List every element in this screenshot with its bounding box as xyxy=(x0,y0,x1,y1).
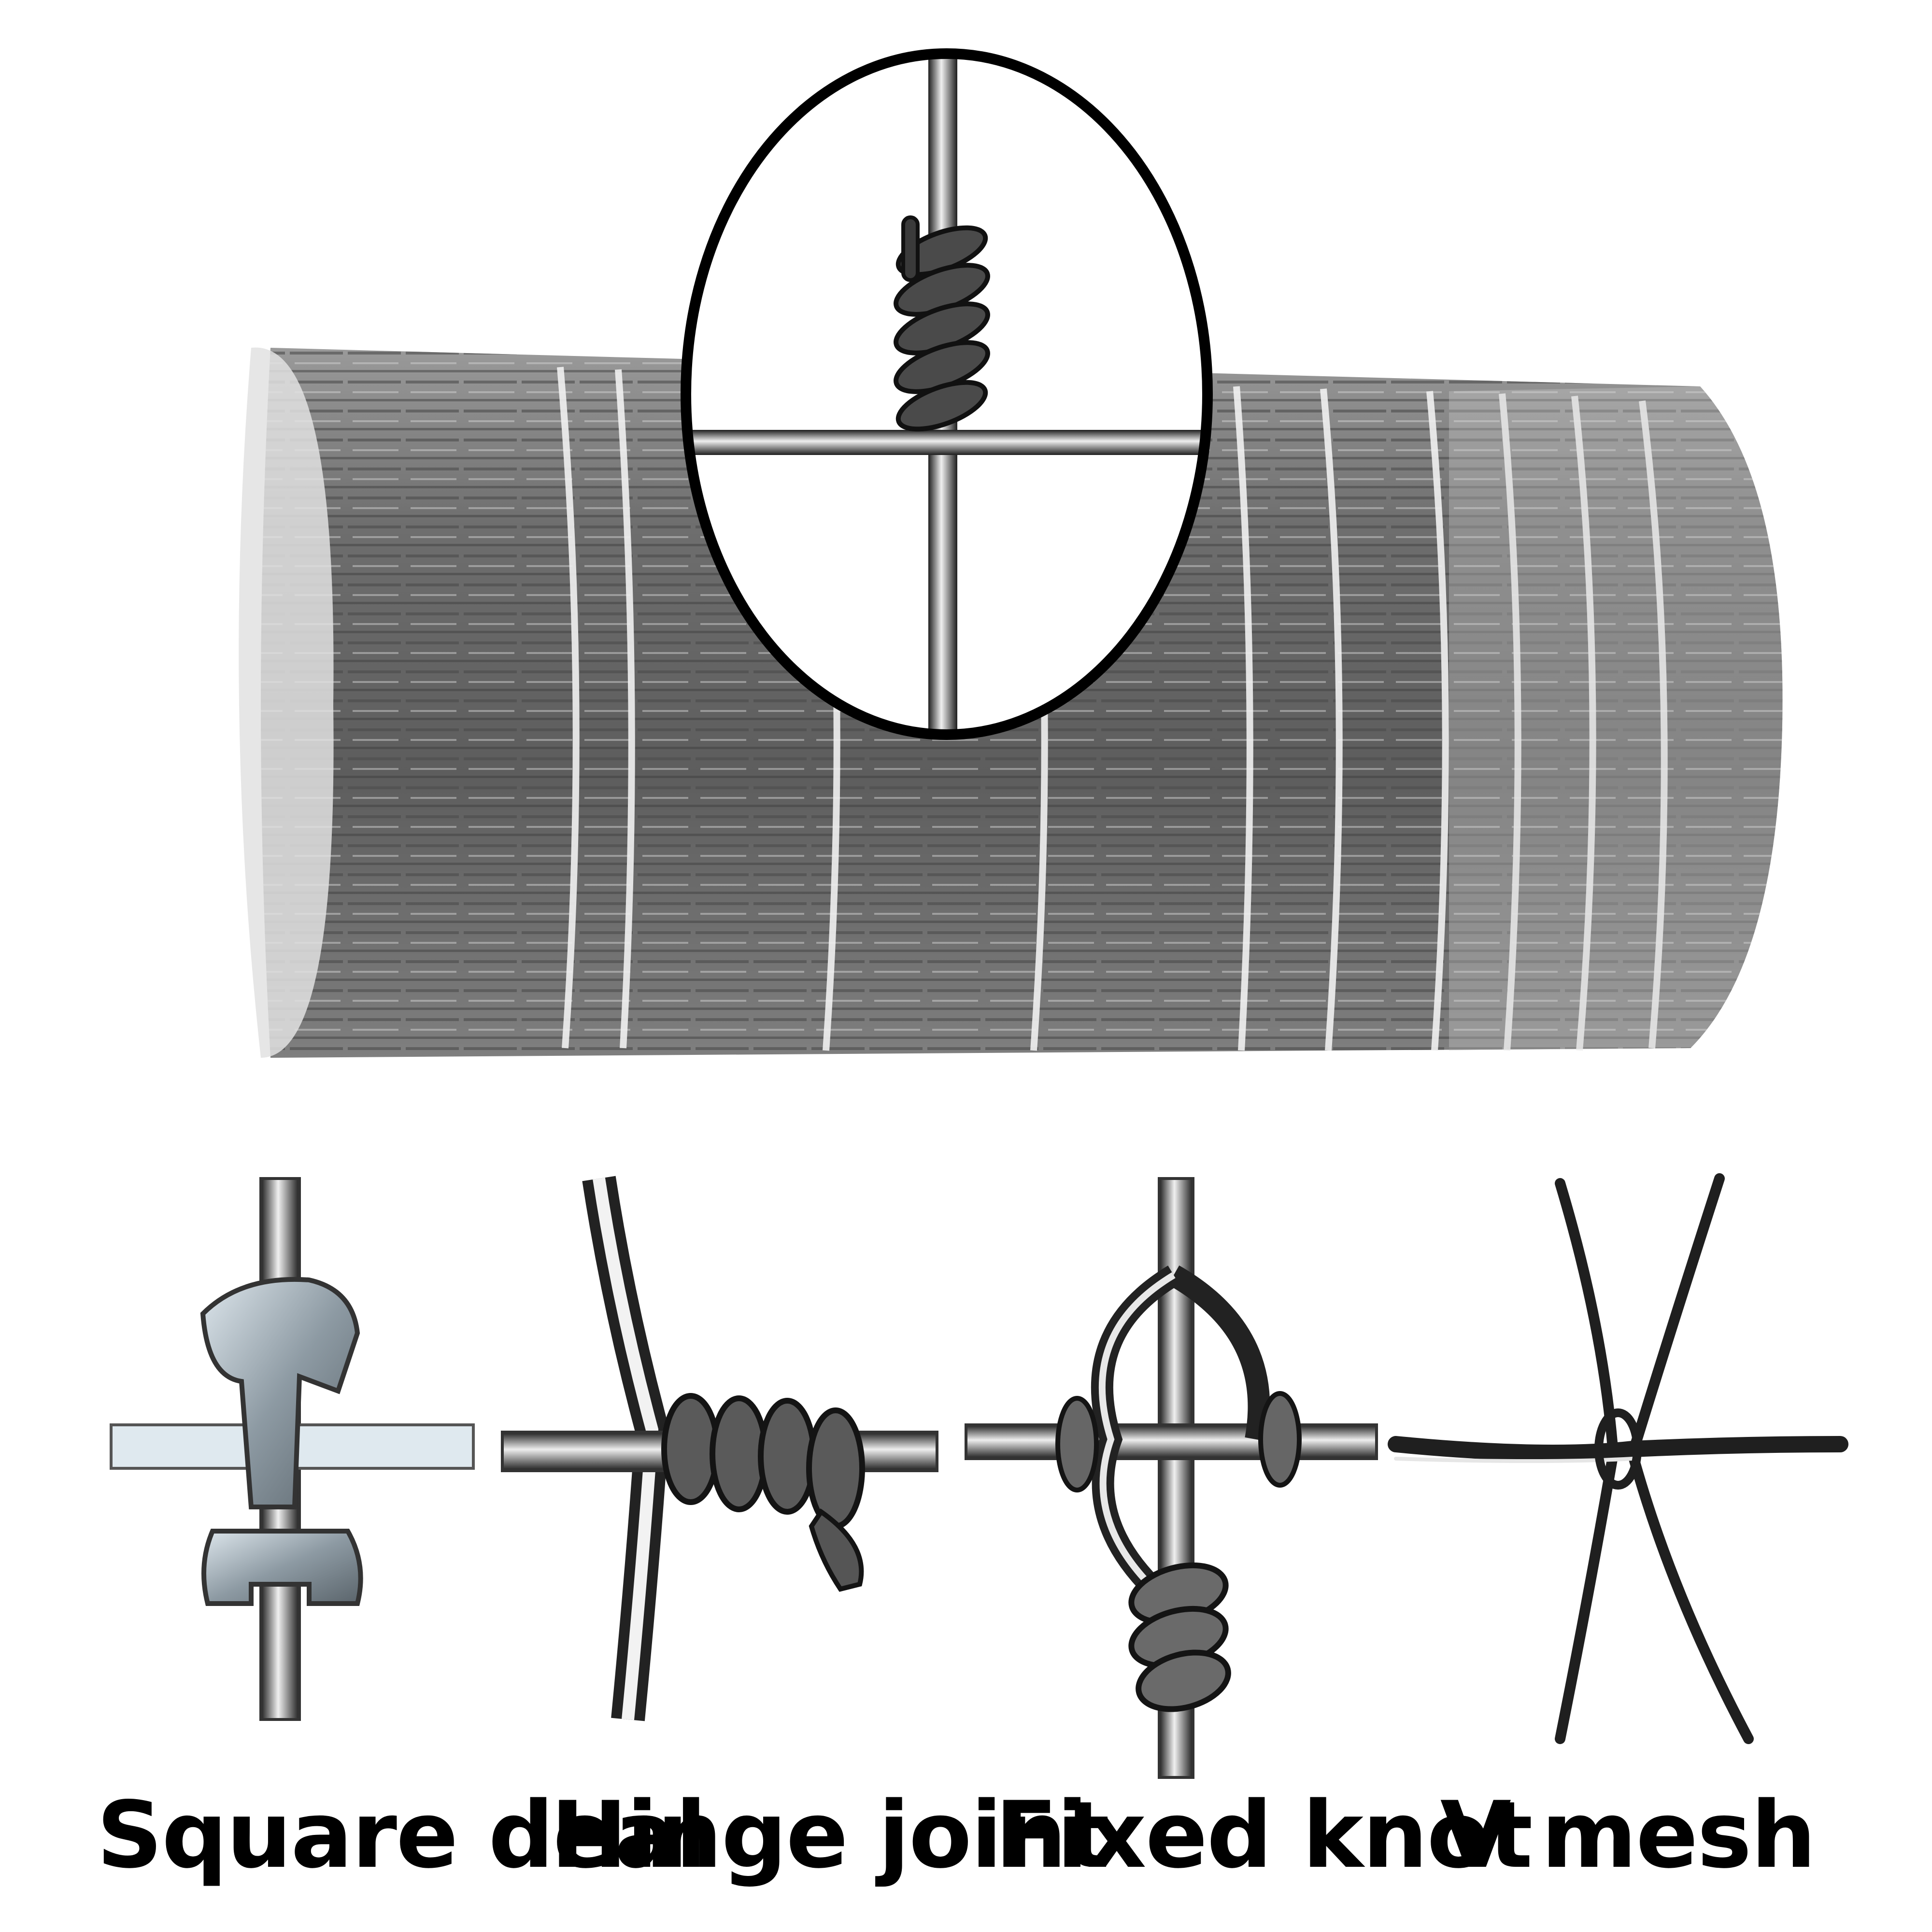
label-fixed-knot: Fixed knot xyxy=(995,1782,1533,1889)
v-mesh-knot xyxy=(1388,1173,1848,1744)
label-square-deal: Square deal xyxy=(97,1782,707,1889)
magnified-knot xyxy=(681,48,1213,740)
label-v-mesh: V mesh xyxy=(1440,1782,1816,1889)
square-deal-knot xyxy=(110,1177,475,1721)
hinge-joint-knot xyxy=(501,1176,938,1721)
label-hinge-joint: Hinge joint xyxy=(551,1782,1109,1889)
fixed-knot xyxy=(965,1177,1378,1779)
